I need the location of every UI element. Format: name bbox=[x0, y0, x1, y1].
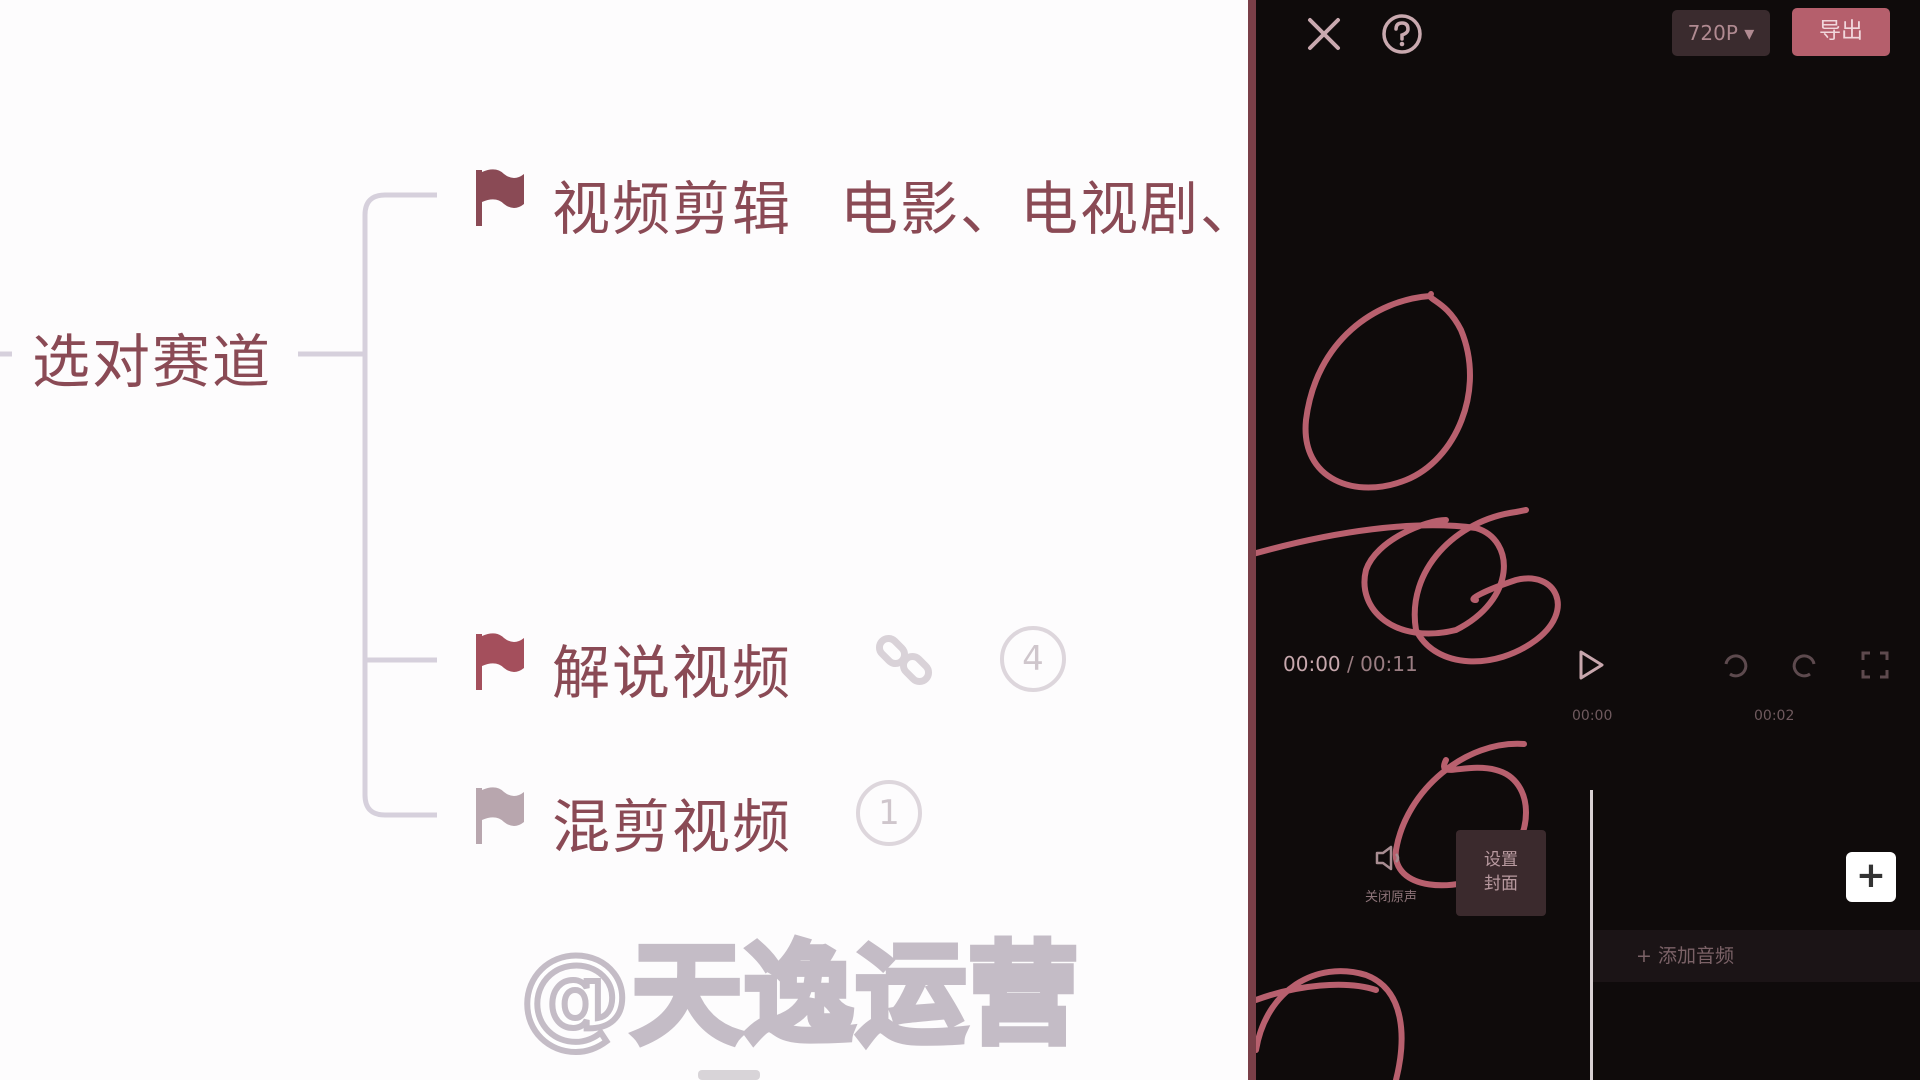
resolution-label: 720P bbox=[1687, 21, 1738, 45]
watermark-text: @天逸运营 bbox=[517, 928, 1081, 1062]
mute-original-audio-label[interactable]: 关闭原声 bbox=[1364, 890, 1417, 905]
fullscreen-icon[interactable] bbox=[1860, 650, 1890, 680]
timeline-playhead[interactable] bbox=[1590, 790, 1593, 1080]
timecode: 00:00 / 00:11 bbox=[1283, 652, 1418, 676]
cover-label-line2: 封面 bbox=[1484, 874, 1518, 894]
branch-video-editing-detail[interactable]: 电影、电视剧、 bbox=[840, 175, 1248, 243]
mindmap-canvas: 选对赛道 视频剪辑 电影、电视剧、 解说视频 4 混剪视频 1 @天逸运营 bbox=[0, 169, 1248, 1080]
mindmap-root-topic[interactable]: 选对赛道 bbox=[32, 328, 273, 396]
cover-label-line1: 设置 bbox=[1484, 850, 1518, 870]
add-audio-track[interactable]: + 添加音频 bbox=[1592, 930, 1920, 982]
video-editor-panel bbox=[1256, 0, 1920, 1080]
link-icon[interactable] bbox=[872, 628, 936, 692]
flag-icon bbox=[476, 787, 524, 844]
comment-count-badge[interactable]: 1 bbox=[856, 780, 922, 846]
speaker-icon[interactable] bbox=[1374, 844, 1406, 872]
timeline-tick: 00:00 bbox=[1572, 708, 1613, 724]
resolution-dropdown[interactable]: 720P ▾ bbox=[1672, 10, 1770, 56]
export-button[interactable]: 导出 bbox=[1792, 8, 1890, 56]
annotation-scribbles bbox=[1256, 291, 1561, 1080]
time-current: 00:00 bbox=[1283, 652, 1341, 676]
branch-mix-cut-video[interactable]: 混剪视频 bbox=[552, 793, 793, 861]
redo-icon[interactable] bbox=[1790, 650, 1820, 680]
help-icon[interactable] bbox=[1380, 12, 1424, 56]
time-total: 00:11 bbox=[1360, 652, 1418, 676]
undo-icon[interactable] bbox=[1720, 650, 1750, 680]
flag-icon bbox=[476, 633, 524, 690]
play-icon[interactable] bbox=[1576, 648, 1606, 682]
flag-icon bbox=[476, 169, 524, 226]
set-cover-button[interactable]: 设置 封面 bbox=[1456, 830, 1546, 916]
mindmap-connectors bbox=[0, 192, 437, 818]
caret-down-icon: ▾ bbox=[1744, 21, 1755, 45]
horizontal-scroll-handle[interactable] bbox=[698, 1070, 760, 1080]
time-separator: / bbox=[1340, 652, 1361, 676]
branch-video-editing[interactable]: 视频剪辑 bbox=[552, 175, 793, 243]
add-clip-button[interactable]: + bbox=[1846, 852, 1896, 902]
timeline-tick: 00:02 bbox=[1754, 708, 1795, 724]
comment-count-badge[interactable]: 4 bbox=[1000, 626, 1066, 692]
panel-divider bbox=[1248, 0, 1256, 1080]
branch-commentary-video[interactable]: 解说视频 bbox=[552, 639, 793, 707]
close-icon[interactable] bbox=[1306, 16, 1342, 52]
